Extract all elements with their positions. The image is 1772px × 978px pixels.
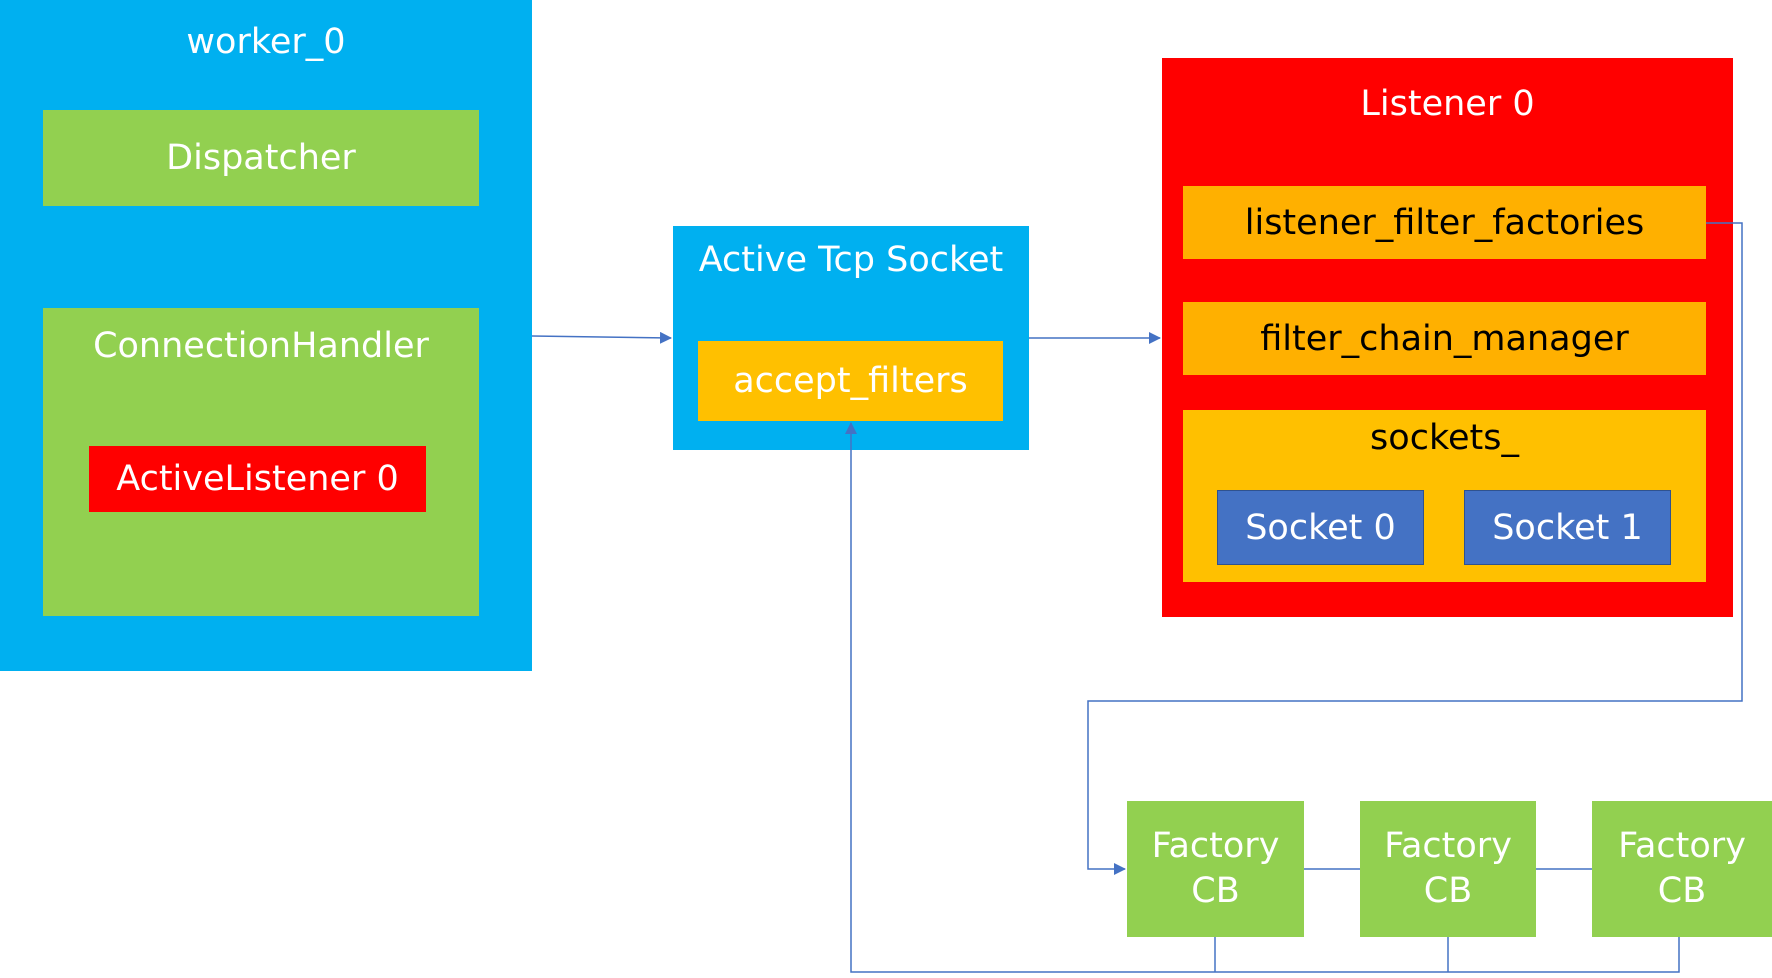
dispatcher-label: Dispatcher: [166, 138, 356, 178]
active-listener-label: ActiveListener 0: [116, 459, 399, 499]
listener-filter-factories-box: listener_filter_factories: [1183, 186, 1706, 259]
worker-title: worker_0: [186, 22, 346, 62]
dispatcher-box: Dispatcher: [43, 110, 479, 206]
factory-cb-1-box: Factory CB: [1360, 801, 1536, 937]
accept-filters-box: accept_filters: [698, 341, 1003, 421]
worker-box: worker_0 Dispatcher ConnectionHandler Ac…: [0, 0, 532, 671]
sockets-title: sockets_: [1370, 418, 1519, 458]
active-listener-box: ActiveListener 0: [89, 446, 426, 512]
connection-handler-box: ConnectionHandler ActiveListener 0: [43, 308, 479, 616]
active-tcp-socket-box: Active Tcp Socket accept_filters: [673, 226, 1029, 450]
listener-filter-factories-label: listener_filter_factories: [1244, 202, 1645, 243]
filter-chain-manager-label: filter_chain_manager: [1260, 318, 1629, 359]
factory-cb-0-label: Factory CB: [1151, 826, 1280, 911]
listener-title: Listener 0: [1360, 84, 1535, 124]
listener-box: Listener 0 listener_filter_factories fil…: [1162, 58, 1733, 617]
active-tcp-socket-title: Active Tcp Socket: [698, 240, 1004, 280]
accept-filters-label: accept_filters: [733, 361, 968, 401]
factory-cb-2-label: Factory CB: [1618, 826, 1746, 911]
factory-cb-2-box: Factory CB: [1592, 801, 1772, 937]
socket-0-box: Socket 0: [1217, 490, 1424, 565]
filter-chain-manager-box: filter_chain_manager: [1183, 302, 1706, 375]
socket-1-label: Socket 1: [1492, 507, 1643, 548]
connection-handler-title: ConnectionHandler: [93, 326, 429, 366]
socket-0-label: Socket 0: [1245, 507, 1396, 548]
factory-cb-1-label: Factory CB: [1384, 826, 1512, 911]
connector-worker-to-tcp-socket: [531, 331, 672, 344]
socket-1-box: Socket 1: [1464, 490, 1671, 565]
sockets-box: sockets_ Socket 0 Socket 1: [1183, 410, 1706, 582]
factory-cb-0-box: Factory CB: [1127, 801, 1304, 937]
